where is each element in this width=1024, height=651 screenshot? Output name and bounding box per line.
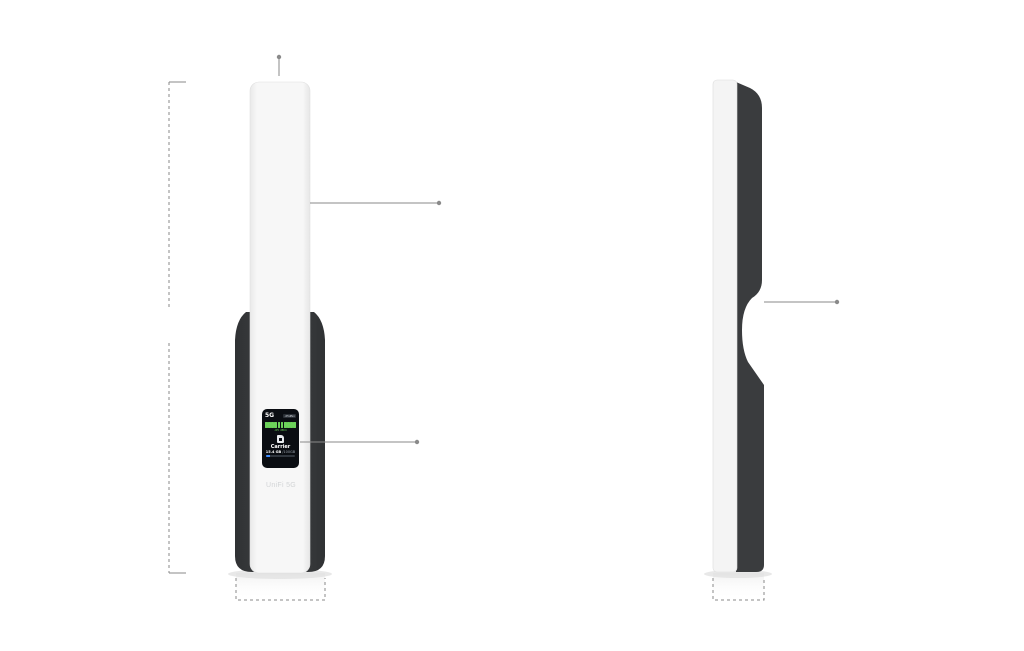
signal-badge: -65dBm <box>283 414 296 418</box>
side-depth-bracket <box>712 578 765 601</box>
signal-bar <box>274 422 278 428</box>
signal-bar <box>287 422 290 428</box>
callout-side-dot <box>834 299 840 305</box>
callout-top-dot <box>276 54 282 60</box>
sim-card-icon <box>277 435 284 443</box>
signal-bar <box>271 422 274 428</box>
callout-antenna-dot <box>436 200 442 206</box>
front-base-reflection <box>236 573 325 600</box>
signal-bar <box>283 422 287 428</box>
side-view <box>704 79 772 600</box>
carrier-name: Carrier <box>270 444 291 450</box>
display-header: 5G -65dBm <box>265 412 296 420</box>
signal-bars <box>265 422 297 428</box>
side-dark-shell <box>736 82 764 572</box>
status-display: 5G -65dBm -65 dBm Carrier 15.4 GB /100GB <box>262 409 299 468</box>
front-view <box>228 81 332 600</box>
signal-bar <box>280 422 284 428</box>
front-white-panel <box>249 81 311 574</box>
signal-bar <box>290 422 293 428</box>
data-usage: 15.4 GB /100GB <box>265 450 296 455</box>
signal-bar <box>268 422 271 428</box>
front-width-bracket <box>235 578 326 601</box>
signal-dbm: -65 dBm <box>274 428 287 432</box>
usage-progress-fill <box>266 455 271 457</box>
network-tech-label: 5G <box>265 412 275 419</box>
side-base-reflection <box>713 573 764 600</box>
usage-progress-bar <box>266 455 295 457</box>
signal-bar <box>293 422 297 428</box>
callout-display-dot <box>414 439 420 445</box>
side-white-panel <box>712 79 738 573</box>
signal-bar <box>277 422 281 428</box>
usage-limit: /100GB <box>282 450 296 454</box>
brand-label: UniFi 5G <box>265 482 297 489</box>
usage-value: 15.4 GB <box>265 450 282 454</box>
callout-leaders <box>276 54 840 445</box>
dimension-lines <box>168 81 765 601</box>
signal-bar <box>265 422 268 428</box>
